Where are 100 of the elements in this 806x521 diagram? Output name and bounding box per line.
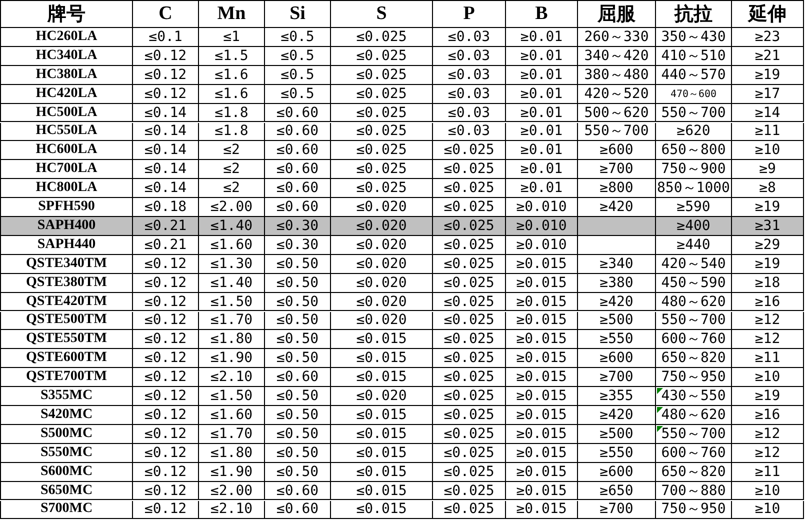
table-cell: ≥12 [732, 330, 804, 350]
table-cell: 550～700 [578, 122, 656, 142]
table-cell: ≤1.30 [199, 254, 265, 274]
table-cell: ≥0.01 [506, 179, 578, 198]
table-cell: 480～620 [656, 292, 732, 312]
table-cell: ≥17 [732, 84, 804, 104]
header-cell: Mn [199, 0, 265, 28]
table-cell: ≤0.50 [265, 274, 331, 293]
table-cell: ≥0.015 [506, 254, 578, 274]
table-cell: ≤0.025 [331, 122, 433, 142]
table-cell: ≥0.01 [506, 28, 578, 47]
table-cell: ≤0.025 [433, 254, 506, 274]
table-cell: 430～550 [656, 387, 732, 406]
table-cell: ≤0.12 [133, 424, 199, 444]
table-cell: HC700LA [0, 160, 133, 180]
table-cell: ≤1.80 [199, 330, 265, 350]
table-cell: ≥23 [732, 28, 804, 47]
table-cell: ≤0.020 [331, 217, 433, 236]
table-cell: 350～430 [656, 28, 732, 47]
table-cell: ≤0.12 [133, 330, 199, 350]
table-cell: S355MC [0, 387, 133, 406]
table-cell: ≤0.60 [265, 160, 331, 180]
table-cell: ≤0.12 [133, 254, 199, 274]
table-cell: ≤0.5 [265, 46, 331, 66]
table-cell: ≤0.5 [265, 66, 331, 85]
table-cell: ≤0.60 [265, 141, 331, 160]
table-cell: ≤0.020 [331, 312, 433, 330]
table-cell: ≥0.015 [506, 368, 578, 388]
table-cell: ≤0.025 [433, 462, 506, 482]
table-cell: ≥0.015 [506, 292, 578, 312]
table-cell: ≤0.21 [133, 217, 199, 236]
table-cell: ≥0.010 [506, 236, 578, 255]
table-cell: ≥340 [578, 254, 656, 274]
table-cell: ≤0.1 [133, 28, 199, 47]
header-cell: 延伸 [732, 0, 804, 28]
table-cell: ≤0.12 [133, 349, 199, 368]
table-cell: ≤1.5 [199, 46, 265, 66]
table-cell: 420～520 [578, 84, 656, 104]
table-cell: ≥500 [578, 312, 656, 330]
table-cell: 850～1000 [656, 179, 732, 198]
table-cell: ≤1.6 [199, 66, 265, 85]
table-cell: ≤1.8 [199, 104, 265, 122]
table-cell: ≥0.015 [506, 406, 578, 425]
table-cell: ≤0.025 [331, 46, 433, 66]
table-cell: ≤0.50 [265, 312, 331, 330]
table-cell: ≤0.50 [265, 387, 331, 406]
table-cell: ≥10 [732, 141, 804, 160]
table-cell: ≥380 [578, 274, 656, 293]
table-cell: S700MC [0, 500, 133, 520]
table-cell: ≥16 [732, 406, 804, 425]
table-cell: ≥19 [732, 66, 804, 85]
table-cell: ≤0.025 [433, 349, 506, 368]
table-cell: ≤0.14 [133, 179, 199, 198]
table-cell: ≥600 [578, 141, 656, 160]
table-cell: ≥12 [732, 424, 804, 444]
table-cell: ≥0.015 [506, 349, 578, 368]
table-cell: ≤0.21 [133, 236, 199, 255]
table-cell: 470～600 [656, 84, 732, 104]
table-cell: 700～880 [656, 482, 732, 500]
table-cell: ≤0.025 [433, 160, 506, 180]
table-cell: QSTE550TM [0, 330, 133, 350]
table-cell: ≤0.025 [433, 368, 506, 388]
table-cell: ≤0.60 [265, 500, 331, 520]
table-cell: ≤1.50 [199, 292, 265, 312]
table-cell: ≤1.40 [199, 274, 265, 293]
table-cell: ≤0.015 [331, 368, 433, 388]
table-cell: S600MC [0, 462, 133, 482]
table-cell: 600～760 [656, 330, 732, 350]
table-cell: 480～620 [656, 406, 732, 425]
table-cell: ≤0.020 [331, 254, 433, 274]
table-cell: HC380LA [0, 66, 133, 85]
table-cell: ≥11 [732, 462, 804, 482]
table-cell: SAPH440 [0, 236, 133, 255]
table-cell: ≤0.020 [331, 292, 433, 312]
table-cell: ≥420 [578, 292, 656, 312]
table-cell: ≥12 [732, 444, 804, 463]
table-cell: S500MC [0, 424, 133, 444]
table-cell: QSTE600TM [0, 349, 133, 368]
table-cell: ≥355 [578, 387, 656, 406]
table-cell: ≤1.6 [199, 84, 265, 104]
table-cell: ≤2.10 [199, 500, 265, 520]
table-cell: ≥500 [578, 424, 656, 444]
table-cell: HC800LA [0, 179, 133, 198]
table-cell: ≤0.30 [265, 217, 331, 236]
table-cell: S550MC [0, 444, 133, 463]
table-cell: ≤0.025 [433, 444, 506, 463]
table-cell: ≤0.5 [265, 28, 331, 47]
table-cell: ≤2 [199, 160, 265, 180]
table-cell: ≥400 [656, 217, 732, 236]
table-cell: ≥0.01 [506, 122, 578, 142]
table-cell: 550～700 [656, 312, 732, 330]
table-cell: ≤0.03 [433, 66, 506, 85]
table-cell: ≤1.70 [199, 424, 265, 444]
table-cell: ≤1.90 [199, 462, 265, 482]
table-cell: 650～800 [656, 141, 732, 160]
table-cell: ≤0.025 [331, 84, 433, 104]
table-cell: ≤1.60 [199, 236, 265, 255]
table-cell: ≤0.30 [265, 236, 331, 255]
table-cell: ≤0.14 [133, 122, 199, 142]
table-cell: 260～330 [578, 28, 656, 47]
